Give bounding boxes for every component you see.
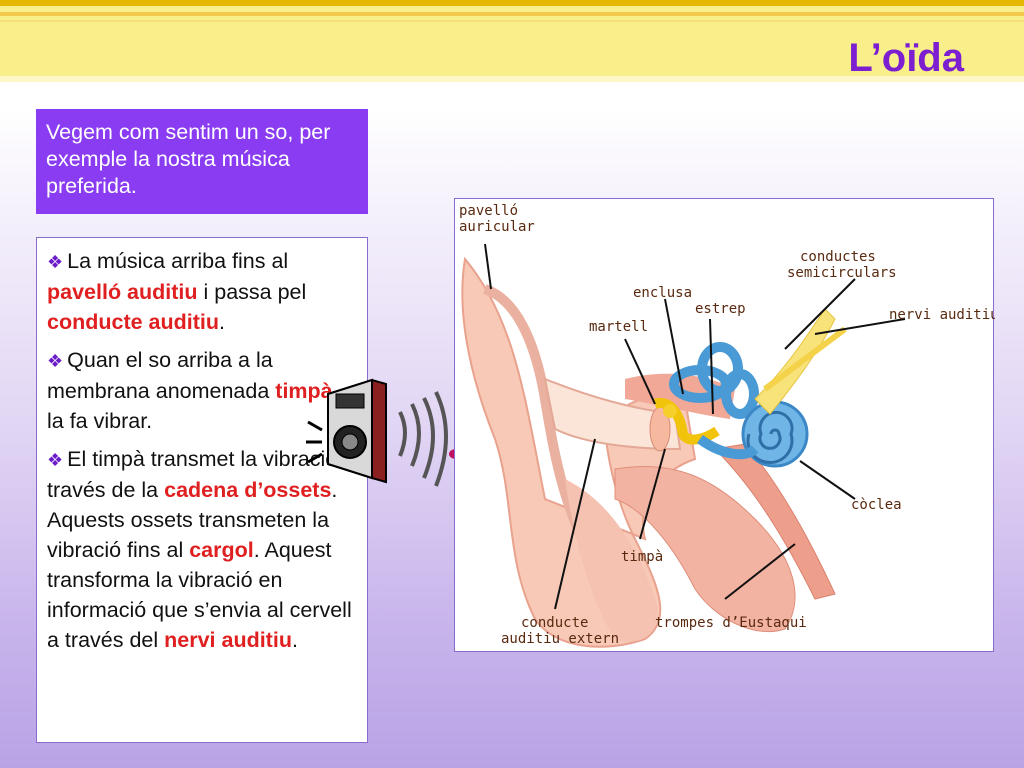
label-semicirculars: semicirculars [787,265,897,281]
highlighted-term: conducte auditiu [47,310,219,334]
diamond-bullet-icon: ❖ [47,252,64,272]
banner-stripe [0,76,1024,82]
label-auricular: auricular [459,219,535,235]
semicircular-canals [669,342,759,419]
paragraph: ❖El timpà transmet la vibració a través … [47,444,359,655]
ear-tissue [614,465,796,633]
label-nervi-auditiu: nervi auditiu [889,307,995,323]
explanation-box: ❖La música arriba fins al pavelló auditi… [36,237,368,743]
paragraph-text: i passa pel [197,280,307,304]
paragraph-text: Quan el so arriba a la membrana anomenad… [47,348,276,403]
highlighted-term: cargol [189,538,254,562]
auditory-nerve [754,308,836,415]
paragraph-text: . [291,628,298,652]
ear-tissue [565,479,658,642]
highlighted-term: timpà [275,379,333,403]
ear-diagram: pavelló auricular conductes semicircular… [454,198,995,652]
ear-diagram-svg: pavelló auricular conductes semicircular… [459,203,995,648]
auditory-canal [543,377,682,451]
intro-box: Vegem com sentim un so, per exemple la n… [36,109,368,214]
paragraph-text: . Aquests ossets transmeten la vibració … [47,478,338,562]
label-martell: martell [589,319,648,335]
diamond-bullet-icon: ❖ [47,450,64,470]
speaker-icon [306,378,387,484]
highlighted-term: pavelló auditiu [47,280,198,304]
paragraph: ❖La música arriba fins al pavelló auditi… [47,246,359,337]
label-trompes: trompes d’Eustaqui [655,615,807,631]
paragraph-text: La música arriba fins al [67,249,289,273]
label-pointers [484,243,906,610]
label-timpa: timpà [621,549,663,565]
highlighted-term: nervi auditiu [164,628,292,652]
outer-ear [461,256,697,648]
label-enclusa: enclusa [633,285,692,301]
banner-stripe [0,12,1024,16]
label-coclea: còclea [851,497,902,513]
eustachian-tube [713,443,836,600]
paragraph: ❖Quan el so arriba a la membrana anomena… [47,345,359,436]
label-estrep: estrep [695,301,746,317]
label-conductes: conductes [800,249,876,265]
banner-stripe [0,20,1024,22]
diamond-bullet-icon: ❖ [47,351,64,371]
label-pavello: pavelló [459,203,518,219]
sound-waves-icon [398,391,448,487]
paragraph-text: . Aquest transforma la vibració en infor… [47,538,352,652]
highlighted-term: cadena d’ossets [164,478,332,502]
paragraph-text: El timpà transmet la vibració a través d… [47,447,356,502]
paragraph-text: . [219,310,225,334]
banner-stripe [0,0,1024,6]
title-banner [0,0,1024,82]
label-conducte: conducte [521,615,588,631]
slide-title: L’oïda [848,36,964,80]
label-auditiu-extern: auditiu extern [501,631,619,647]
